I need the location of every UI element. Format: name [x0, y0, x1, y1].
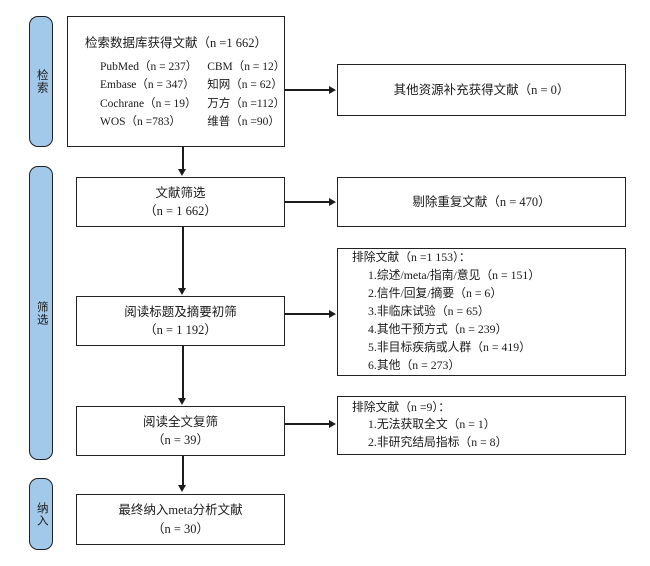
box-other-sources: 其他资源补充获得文献（n = 0） [337, 64, 626, 116]
box-included-final: 最终纳入meta分析文献 （n = 30） [76, 494, 285, 545]
arrow-to-records-screened [177, 169, 186, 176]
box-excluded-stage1: 排除文献（n =1 153）： 1.综述/meta/指南/意见（n = 151）… [337, 248, 626, 376]
database-item: 维普（n =90） [207, 115, 280, 128]
database-item: 万方（n =112） [207, 97, 286, 110]
box-title-abstract-screen-title: 阅读标题及摘要初筛 [124, 304, 237, 319]
box-excluded-stage2-reasons: 1.无法获取全文（n = 1） 2.非研究结局指标（n = 8） [342, 416, 507, 452]
box-title-abstract-screen-count: （n = 1 192） [144, 323, 217, 337]
database-item: Embase（n = 347） [100, 79, 195, 92]
box-duplicates-removed: 剔除重复文献（n = 470） [337, 177, 626, 227]
box-excluded-stage1-reasons: 1.综述/meta/指南/意见（n = 151） 2.信件/回复/摘要（n = … [342, 267, 540, 375]
box-identification-title: 检索数据库获得文献（n =1 662） [84, 35, 268, 50]
box-fulltext-screen-count: （n = 39） [151, 433, 210, 447]
database-item: WOS（n =783） [100, 115, 181, 128]
exclusion-reason: 6.其他（n = 273） [368, 357, 461, 372]
box-records-screened: 文献筛选 （n = 1 662） [76, 177, 285, 227]
database-item: CBM（n = 12） [207, 61, 286, 74]
connector-identification-to-other-sources [285, 89, 329, 91]
arrow-to-excluded-stage1 [329, 309, 336, 318]
box-title-abstract-screen: 阅读标题及摘要初筛 （n = 1 192） [76, 296, 285, 346]
box-records-screened-title: 文献筛选 [155, 185, 206, 200]
box-excluded-stage2: 排除文献（n =9）： 1.无法获取全文（n = 1） 2.非研究结局指标（n … [337, 396, 626, 455]
exclusion-reason: 1.综述/meta/指南/意见（n = 151） [368, 268, 541, 283]
database-item: PubMed（n = 237） [100, 61, 198, 74]
exclusion-reason: 4.其他干预方式（n = 239） [368, 321, 508, 336]
box-records-screened-count: （n = 1 662） [144, 204, 217, 218]
exclusion-reason: 1.无法获取全文（n = 1） [368, 417, 496, 432]
connector-title-abstract-to-fulltext [182, 346, 184, 401]
box-excluded-stage1-head: 排除文献（n =1 153）： [352, 250, 471, 265]
stage-label-screening-text: 筛选 [35, 300, 48, 326]
box-fulltext-screen: 阅读全文复筛 （n = 39） [76, 406, 285, 456]
connector-screened-to-duplicates [285, 201, 329, 203]
database-counts-list: PubMed（n = 237） CBM（n = 12） Embase（n = 3… [74, 59, 285, 131]
stage-label-screening: 筛选 [29, 166, 53, 460]
database-item: Cochrane（n = 19） [100, 97, 197, 110]
arrow-to-other-sources [329, 85, 336, 94]
arrow-to-included-final [177, 485, 186, 492]
exclusion-reason: 3.非临床试验（n = 65） [368, 303, 490, 318]
stage-label-search-text: 检索 [35, 69, 48, 94]
box-fulltext-screen-title: 阅读全文复筛 [142, 414, 218, 429]
box-identification: 检索数据库获得文献（n =1 662） PubMed（n = 237） CBM（… [67, 16, 285, 147]
connector-screened-to-title-abstract [182, 227, 184, 291]
box-other-sources-title: 其他资源补充获得文献（n = 0） [393, 82, 570, 97]
connector-fulltext-to-excluded2 [285, 423, 329, 425]
stage-label-inclusion-text: 纳入 [35, 501, 48, 527]
exclusion-reason: 2.信件/回复/摘要（n = 6） [368, 286, 503, 300]
box-included-final-count: （n = 30） [151, 521, 210, 536]
stage-label-search: 检索 [29, 16, 53, 147]
connector-fulltext-to-included [182, 456, 184, 488]
database-item: 知网（n = 62） [207, 79, 283, 92]
arrow-to-excluded-stage2 [329, 419, 336, 428]
box-duplicates-removed-title: 剔除重复文献（n = 470） [412, 194, 551, 209]
connector-title-abstract-to-excluded1 [285, 313, 329, 315]
exclusion-reason: 5.非目标疾病或人群（n = 419） [368, 339, 531, 354]
stage-label-inclusion: 纳入 [29, 478, 53, 550]
box-excluded-stage2-head: 排除文献（n =9）： [352, 399, 451, 414]
connector-identification-to-screened [182, 147, 184, 172]
arrow-to-title-abstract-screen [177, 288, 186, 295]
exclusion-reason: 2.非研究结局指标（n = 8） [368, 435, 508, 450]
arrow-to-fulltext-screen [177, 398, 186, 405]
arrow-to-duplicates-removed [329, 197, 336, 206]
box-included-final-title: 最终纳入meta分析文献 [118, 503, 243, 518]
